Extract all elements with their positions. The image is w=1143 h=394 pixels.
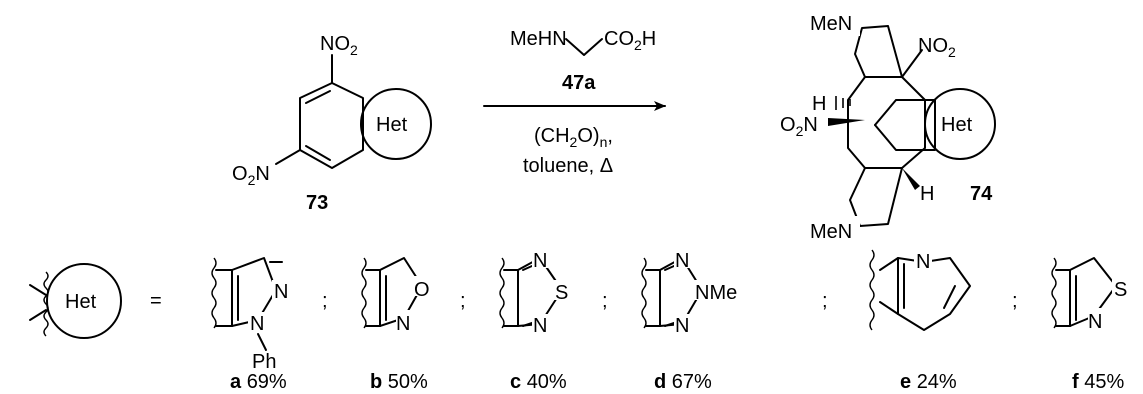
ring-d-caption: d 67% — [654, 371, 712, 393]
amino-acid-label: 47a — [562, 72, 596, 94]
ring-e-caption: e 24% — [900, 371, 957, 393]
ring-f: S N f 45% — [1051, 257, 1128, 393]
ring-f-caption: f 45% — [1072, 371, 1124, 393]
legend-het-circle — [46, 263, 122, 339]
ring-f-atom-1: S — [1114, 279, 1127, 301]
substrate-double-bond-2 — [305, 145, 331, 161]
ring-e-atom-1: N — [916, 251, 930, 273]
legend-het-label: Het — [65, 291, 97, 313]
product-central-ring — [874, 99, 936, 151]
product-label: 74 — [970, 183, 993, 205]
separator-4: ; — [822, 290, 828, 312]
ring-c-atom-1: N — [533, 250, 547, 272]
product-hexagon — [847, 76, 926, 169]
product-men-top: MeN — [810, 13, 852, 35]
ring-a: N N Ph a 69% — [211, 257, 288, 393]
substrate-73: NO2 O2N Het 73 — [232, 33, 432, 214]
separator-3: ; — [602, 290, 608, 312]
substrate-no2-left-bond — [275, 149, 301, 165]
separator-1: ; — [322, 290, 328, 312]
substrate-double-bond-1 — [305, 90, 331, 104]
product-74: MeN MeN NO2 O2N H H Het 74 — [780, 10, 996, 243]
substrate-ring — [299, 82, 364, 169]
substrate-no2-top: NO2 — [320, 33, 358, 58]
ring-d-atom-2: NMe — [695, 282, 737, 304]
ring-a-atom-3: Ph — [252, 351, 276, 373]
product-h-right: H — [920, 183, 934, 205]
ring-b: O N b 50% — [361, 257, 430, 393]
ring-d-atom-1: N — [675, 250, 689, 272]
ring-a-atom-2: N — [250, 313, 264, 335]
amino-acid-chain — [565, 38, 603, 56]
product-no2-right-bond — [901, 49, 923, 78]
separator-5: ; — [1012, 290, 1018, 312]
product-h-left-hash — [835, 96, 851, 110]
ring-b-caption: b 50% — [370, 371, 428, 393]
legend-wavy-line — [43, 271, 49, 337]
ring-c-caption: c 40% — [510, 371, 567, 393]
product-no2-left: O2N — [780, 114, 818, 139]
substrate-het-circle — [360, 88, 432, 160]
ring-e: N e 24% — [869, 249, 971, 393]
legend-het: Het = — [29, 263, 162, 339]
substrate-label: 73 — [306, 192, 328, 214]
ring-b-atom-1: O — [414, 279, 430, 301]
separator-2: ; — [460, 290, 466, 312]
product-no2-right: NO2 — [918, 35, 956, 60]
ring-a-caption: a 69% — [230, 371, 287, 393]
product-het-label: Het — [941, 114, 973, 136]
ring-c: N S N c 40% — [499, 248, 570, 393]
amino-acid-prefix: MeHN — [510, 28, 567, 50]
product-top-pyrrolidine — [854, 25, 903, 78]
ring-d-atom-3: N — [675, 315, 689, 337]
product-het-circle — [924, 88, 996, 160]
ring-b-atom-2: N — [396, 313, 410, 335]
substrate-het-label: Het — [376, 114, 408, 136]
paraformaldehyde-text: (CH2O)n, — [534, 125, 613, 150]
ring-d: N NMe N d 67% — [641, 248, 750, 393]
product-h-left: H — [812, 93, 826, 115]
amino-acid-suffix: CO2H — [604, 28, 656, 53]
legend-equals: = — [150, 290, 162, 312]
ring-f-atom-2: N — [1088, 311, 1102, 333]
ring-a-atom-1: N — [274, 281, 288, 303]
ring-c-atom-3: N — [533, 315, 547, 337]
product-h-right-wedge — [902, 168, 920, 190]
substrate-no2-left: O2N — [232, 163, 270, 188]
product-no2-left-wedge — [828, 118, 865, 126]
solvent-text: toluene, Δ — [523, 155, 613, 177]
ring-c-atom-2: S — [555, 282, 568, 304]
product-men-bottom: MeN — [810, 221, 852, 243]
reaction-conditions: MeHN CO2H 47a (CH2O)n, toluene, Δ — [483, 28, 666, 177]
